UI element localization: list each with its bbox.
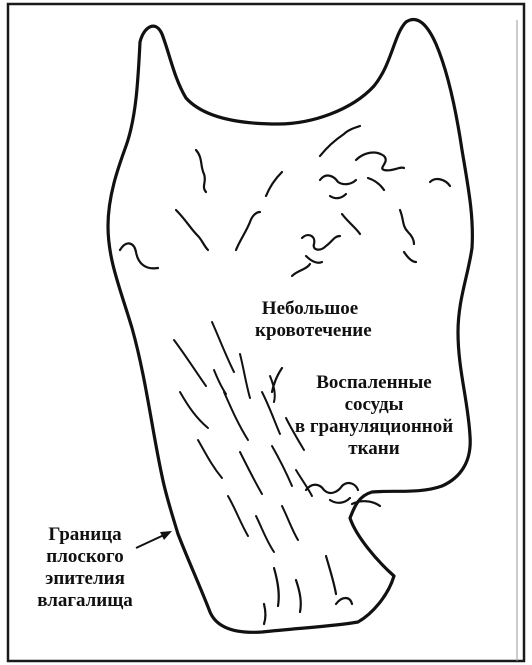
label-line: кровотечение xyxy=(255,320,365,342)
label-line: эпителия xyxy=(26,568,144,590)
label-line: Воспаленные xyxy=(276,372,472,394)
label-inflamed-vessels: Воспаленные сосуды в грануляционной ткан… xyxy=(276,372,472,460)
label-line: в грануляционной xyxy=(276,416,472,438)
label-line: влагалища xyxy=(26,590,144,612)
label-line: ткани xyxy=(276,438,472,460)
label-line: сосуды xyxy=(276,394,472,416)
label-line: Небольшое xyxy=(255,298,365,320)
label-line: плоского xyxy=(26,546,144,568)
label-small-bleeding: Небольшое кровотечение xyxy=(255,298,365,342)
label-line: Граница xyxy=(26,524,144,546)
label-squamous-border: Граница плоского эпителия влагалища xyxy=(26,524,144,612)
